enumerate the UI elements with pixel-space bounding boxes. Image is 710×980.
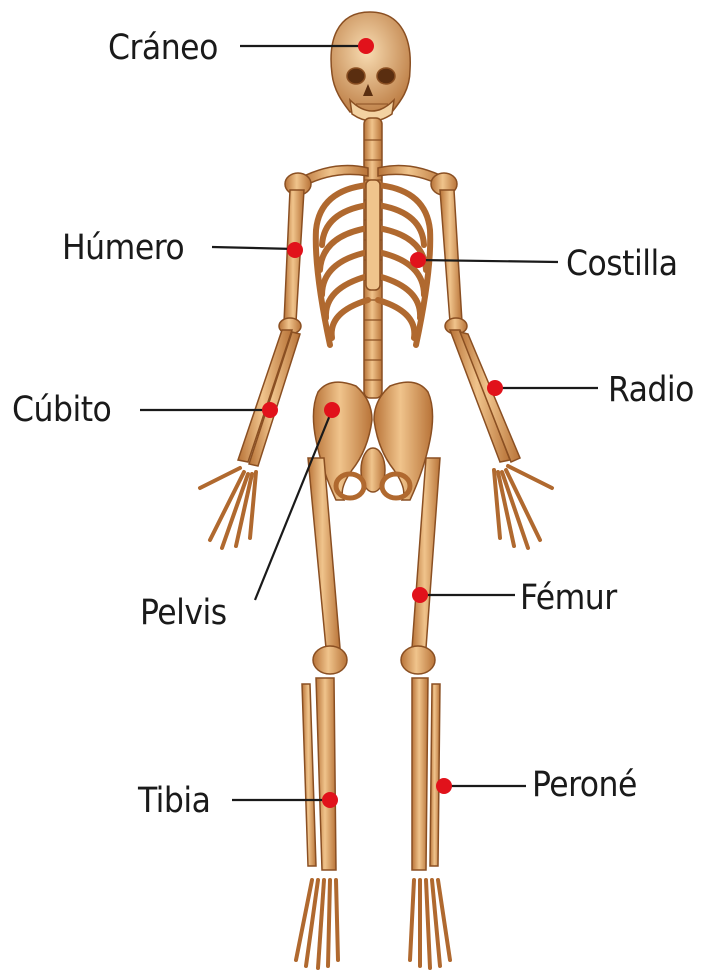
label-radio: Radio [608, 370, 694, 410]
marker-humero [287, 242, 303, 258]
leader-costilla [418, 260, 558, 262]
left-hand [200, 468, 256, 548]
marker-pelvis [324, 402, 340, 418]
label-perone: Peroné [532, 765, 637, 805]
marker-costilla [410, 252, 426, 268]
pelvis-bone [313, 382, 432, 500]
marker-cubito [262, 402, 278, 418]
label-pelvis: Pelvis [140, 593, 227, 633]
label-tibia: Tibia [138, 781, 210, 821]
right-foot [410, 880, 450, 968]
label-cubito: Cúbito [12, 390, 111, 430]
label-costilla: Costilla [566, 244, 678, 284]
marker-radio [487, 380, 503, 396]
marker-femur [412, 587, 428, 603]
right-hand [494, 466, 552, 548]
label-humero: Húmero [62, 228, 184, 268]
skull [331, 12, 410, 121]
skeleton [200, 12, 552, 968]
label-craneo: Cráneo [108, 28, 218, 68]
leader-humero [212, 247, 295, 249]
label-femur: Fémur [520, 578, 617, 618]
marker-perone [436, 778, 452, 794]
left-foot [296, 880, 338, 968]
marker-tibia [322, 792, 338, 808]
marker-craneo [358, 38, 374, 54]
